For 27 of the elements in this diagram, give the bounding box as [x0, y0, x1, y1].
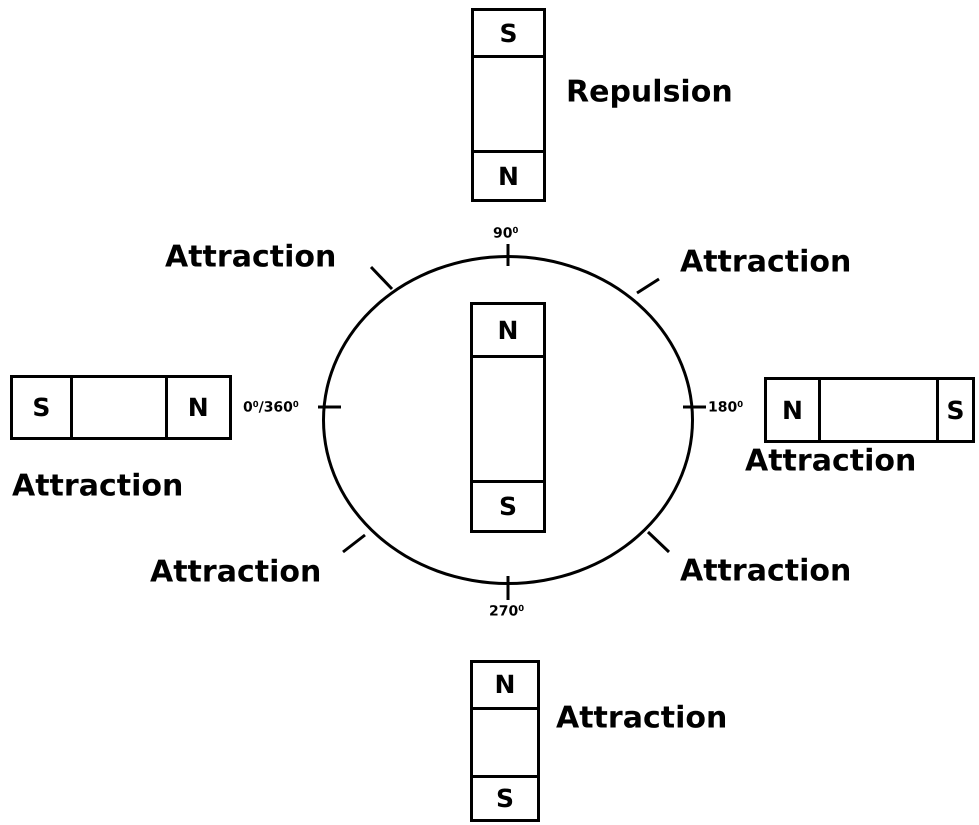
magnet-pole: N — [473, 305, 543, 358]
force-label: Attraction — [12, 470, 184, 502]
magnet-pole: S — [474, 11, 543, 58]
magnet-pole: S — [473, 482, 543, 530]
force-label: Attraction — [150, 556, 322, 588]
force-label: Attraction — [556, 702, 728, 734]
angle-label: 270$^{0}$ — [489, 604, 524, 620]
bar-magnet — [764, 377, 975, 443]
angle-label: 0$^{0}$/360$^{0}$ — [243, 400, 299, 416]
bar-magnet — [470, 302, 546, 533]
bar-magnet — [470, 660, 540, 822]
force-label: Attraction — [680, 554, 852, 588]
force-label: Repulsion — [566, 76, 733, 108]
magnet-pole: N — [168, 378, 229, 437]
magnet-pole: N — [767, 380, 821, 440]
bar-magnet — [471, 8, 546, 202]
bar-magnet — [10, 375, 232, 440]
angle-label: 180$^{0}$ — [708, 400, 744, 416]
force-label: Attraction — [680, 246, 852, 278]
angle-label: 90$^{0}$ — [493, 226, 518, 242]
force-label: Attraction — [745, 444, 916, 478]
force-label: Attraction — [165, 240, 336, 274]
magnet-pole: S — [473, 778, 537, 819]
magnet-pole: S — [13, 378, 73, 437]
magnet-pole: N — [474, 153, 543, 199]
magnet-pole: S — [938, 380, 972, 440]
magnet-pole: N — [473, 663, 537, 710]
